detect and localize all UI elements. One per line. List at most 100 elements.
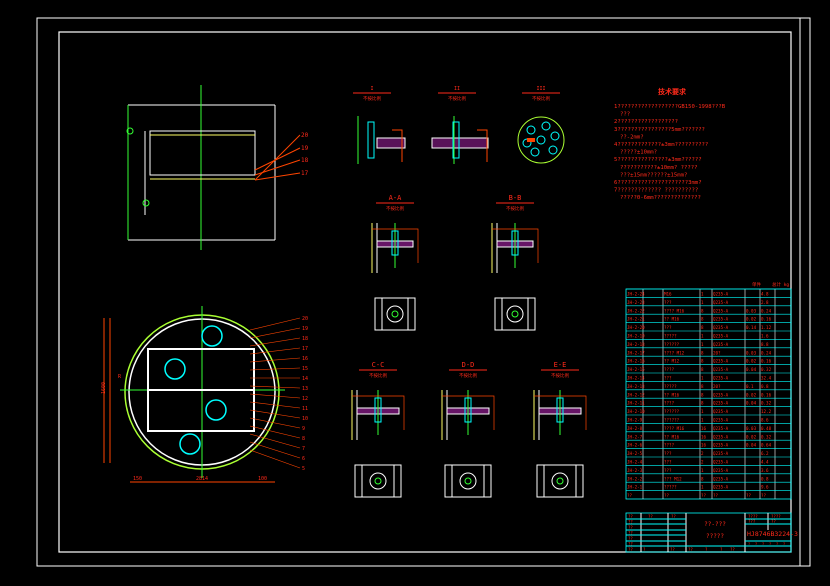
table-cell: Q235-A <box>713 426 729 431</box>
table-cell: 8 <box>701 317 704 322</box>
table-cell: JH-2-5 <box>627 451 643 456</box>
table-cell: ??? <box>664 325 672 330</box>
table-cell: 8.6 <box>761 418 769 423</box>
note-line: ???????????±10mm? ????? <box>620 165 697 171</box>
table-cell: 0.16 <box>761 359 772 364</box>
leader-line <box>249 441 301 459</box>
callout-number: 15 <box>302 366 308 372</box>
table-cell: 3.6 <box>761 468 769 473</box>
leader-line <box>249 425 301 439</box>
table-cell: Q235-A <box>713 317 729 322</box>
table-cell: 0.24 <box>761 350 772 355</box>
section-label: B-B <box>509 194 522 202</box>
table-cell: 8 <box>701 325 704 330</box>
callout-number: 16 <box>302 356 308 362</box>
leader-line <box>249 327 301 339</box>
table-cell: Q235-A <box>713 401 729 406</box>
callout-number: 18 <box>301 157 309 164</box>
table-cell: ?? M12 <box>664 359 680 364</box>
section-scale: 不按比例 <box>459 372 477 379</box>
table-cell: 1 <box>701 342 704 347</box>
table-cell: 32.4 <box>761 376 772 381</box>
section-scale: 不按比例 <box>551 372 569 379</box>
table-cell: Q235-A <box>713 392 729 397</box>
table-cell: ??? <box>664 468 672 473</box>
table-cell: 0.8 <box>761 384 769 389</box>
leader-line <box>249 337 301 347</box>
note-line: 3????????????????5mm??????? <box>614 127 705 133</box>
table-cell: 1 <box>701 376 704 381</box>
notes-title: 技术要求 <box>658 87 687 96</box>
table-cell: JH-2-4 <box>627 460 643 465</box>
table-cell: Q235-A <box>713 308 729 313</box>
title-left-label: ?? <box>628 514 633 519</box>
table-cell: ?? <box>664 493 670 498</box>
section-label: III <box>536 86 545 92</box>
table-cell: ????? <box>664 384 677 389</box>
weight-label: ???? <box>771 514 781 519</box>
elevation-view: 20 19 18 17 <box>126 85 309 250</box>
title-bottom-label: ? <box>643 547 646 552</box>
callout-number: 17 <box>301 170 309 177</box>
note-line: 1??????????????????GB150-1998???B <box>614 104 726 110</box>
leader-line <box>249 401 301 409</box>
manhole-hatch <box>205 399 227 421</box>
leader-line <box>249 367 301 371</box>
table-cell: JH-2-9 <box>627 418 643 423</box>
table-cell: 4.8 <box>761 292 769 297</box>
section-drawing <box>533 390 587 498</box>
section-label: A-A <box>389 194 402 202</box>
callout-number: 20 <box>302 316 308 322</box>
table-cell: 8 <box>701 359 704 364</box>
drawing-number: HJ8746B3224-3 <box>747 530 798 538</box>
table-cell: Q235-A <box>713 325 729 330</box>
table-cell: Q235-A <box>713 376 729 381</box>
title-bottom-label: ? <box>720 547 723 552</box>
table-cell: 0.02 <box>746 359 757 364</box>
note-line: ?????±10mm? <box>620 150 657 156</box>
table-cell: JH-2-12 <box>627 392 645 397</box>
title-left-label: ?? <box>628 525 633 530</box>
table-cell: 0.04 <box>746 443 757 448</box>
table-cell: 1 <box>701 292 704 297</box>
leader-line <box>249 357 301 363</box>
section-drawing <box>431 116 489 164</box>
table-cell: Q235-A <box>713 334 729 339</box>
table-cell: Q235-A <box>713 300 729 305</box>
table-cell: 0.64 <box>761 443 772 448</box>
title-left-label: ?? <box>628 542 633 547</box>
note-line: 6?????????????????????3mm? <box>614 180 702 186</box>
plan-dim: 2814 <box>196 476 208 482</box>
table-cell: ????? <box>664 334 677 339</box>
table-cell: 1 <box>701 468 704 473</box>
table-cell: 2.8 <box>761 300 769 305</box>
table-cell: 8 <box>701 367 704 372</box>
leader-line <box>249 417 301 429</box>
table-cell: ?????? <box>664 418 680 423</box>
stage-label: ???? <box>748 514 758 519</box>
table-cell: 0.14 <box>746 325 757 330</box>
drawing-title: ??-??? <box>704 521 726 528</box>
leader-line <box>249 347 301 355</box>
table-cell: ???? <box>664 401 675 406</box>
table-cell: ?? <box>761 493 767 498</box>
table-cell: 4.4 <box>761 460 769 465</box>
table-cell: 0.48 <box>761 426 772 431</box>
title-block: ?? ?? ??-??? ????? ???? ???? ??? ?? HJ87… <box>625 512 798 553</box>
table-cell: ?? M16 <box>664 392 680 397</box>
table-cell: 0.02 <box>746 392 757 397</box>
table-cell: 1.6 <box>761 334 769 339</box>
table-cell: JH-2-17 <box>627 350 645 355</box>
table-cell: 8 <box>701 384 704 389</box>
leader-line <box>249 449 301 469</box>
callout-number: 17 <box>302 346 308 352</box>
table-cell: ??? <box>664 300 672 305</box>
